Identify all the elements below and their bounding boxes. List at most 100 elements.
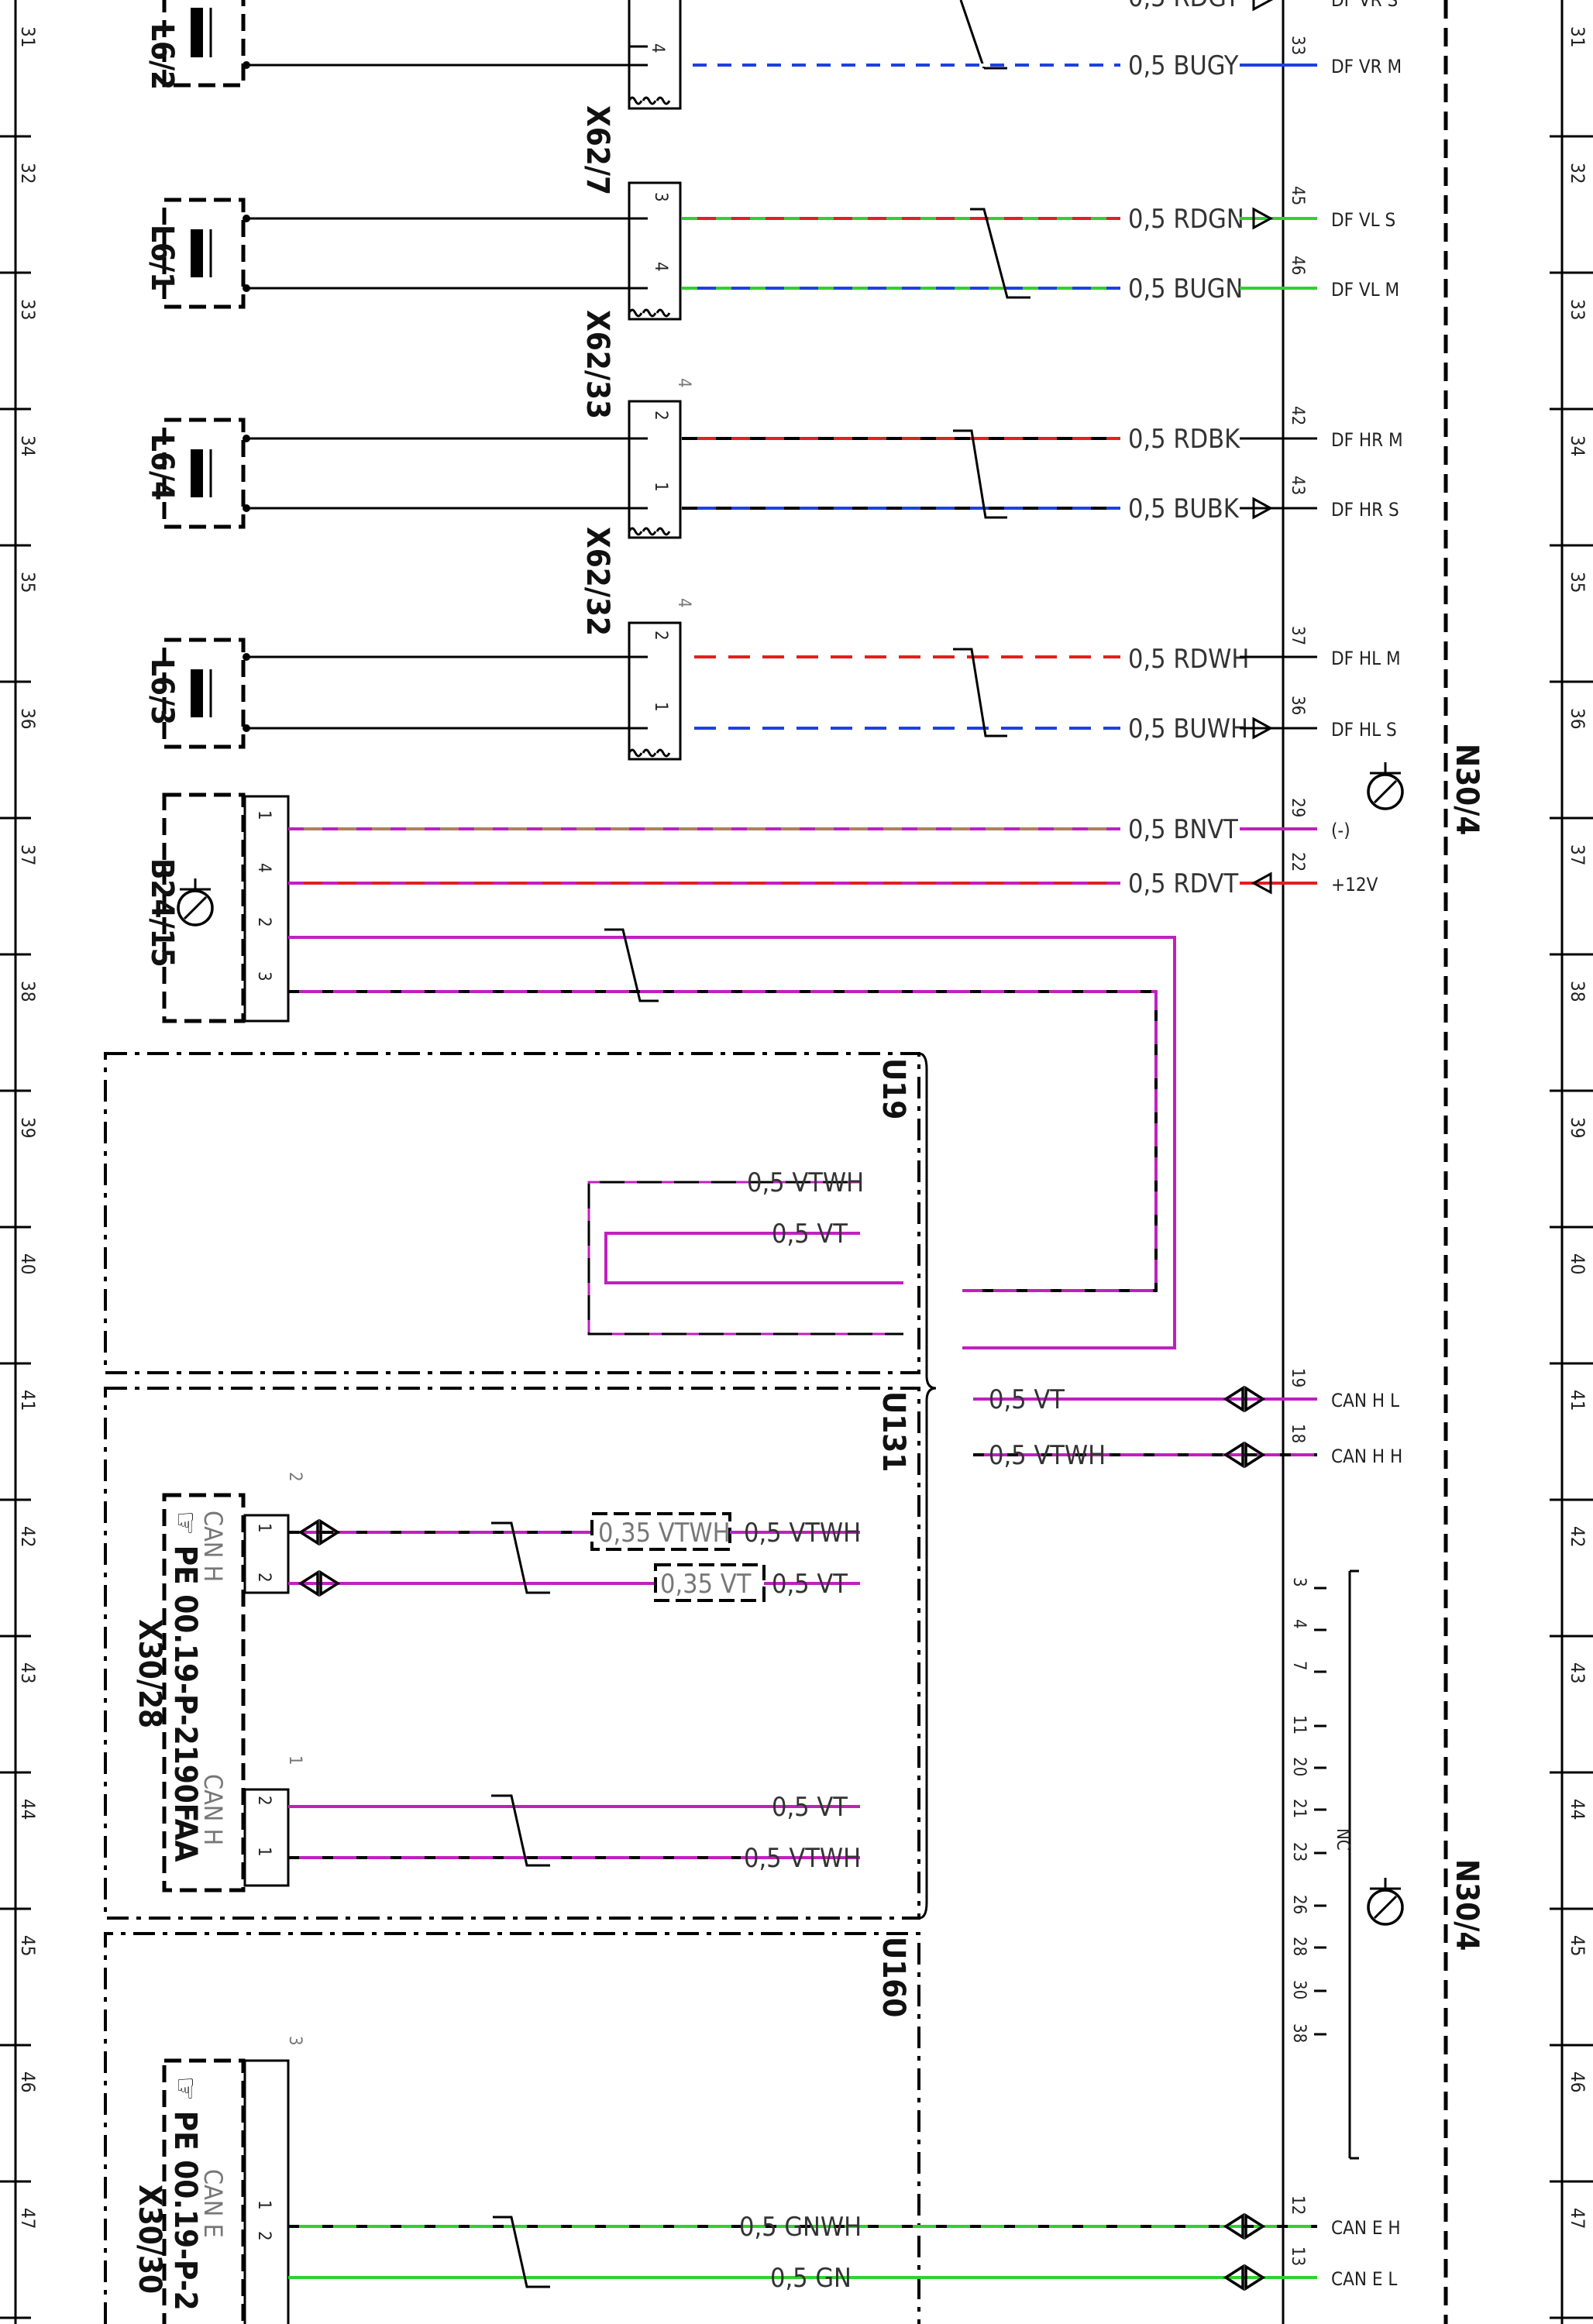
sig-df-vr-s: DF VR S — [1331, 0, 1398, 11]
row-number: 36 — [1567, 708, 1588, 729]
pin-x28b-top: 1 — [285, 1755, 304, 1765]
wire-bugn: 0,5 BUGN — [1128, 273, 1243, 304]
pin-n30-46: 46 — [1288, 256, 1307, 275]
pin-x30-top: 3 — [285, 2036, 304, 2046]
pin-x62-7-top: 4 — [648, 43, 667, 53]
wire-rdbk: 0,5 RDBK — [1128, 424, 1240, 455]
pin-n30-43: 43 — [1288, 476, 1307, 495]
row-number: 34 — [1567, 435, 1588, 456]
row-number: 33 — [1567, 299, 1588, 320]
pin-x62-7-4: 4 — [651, 262, 670, 272]
row-number: 44 — [1567, 1799, 1588, 1820]
connector-x62-7-upper: 4 X62/7 — [580, 0, 682, 195]
pin-b24-4: 4 — [254, 863, 274, 873]
label-n30-4-lower: N30/4 — [1449, 1859, 1485, 1951]
pin-x62-32-2: 2 — [651, 631, 670, 641]
sig-plus12: +12V — [1331, 874, 1378, 896]
row-number: 47 — [17, 2208, 39, 2229]
connector-x62-7: 3 4 X62/33 — [580, 181, 682, 419]
row-number: 46 — [17, 2071, 39, 2092]
row-number: 41 — [17, 1390, 39, 1411]
pin-x30-2: 2 — [254, 2231, 274, 2241]
wire-bubk: 0,5 BUBK — [1128, 493, 1240, 524]
pin-x28b-2: 2 — [254, 1796, 274, 1806]
pin-n30-12: 12 — [1288, 2195, 1307, 2215]
label-l6-4: L6/4 — [144, 434, 180, 500]
can-x28b: CAN H — [198, 1774, 228, 1845]
row-number: 40 — [1567, 1253, 1588, 1274]
connector-x62-33: 4 2 1 X62/32 — [580, 378, 693, 636]
pin-n30-29: 29 — [1288, 798, 1307, 817]
nc-pin-number: 38 — [1289, 2023, 1309, 2043]
label-b24-15: B24/15 — [144, 858, 180, 968]
sig-df-hl-m: DF HL M — [1331, 648, 1401, 669]
row-number: 38 — [1567, 981, 1588, 1002]
pin-x62-33-top: 4 — [674, 378, 693, 388]
pin-x62-33-1: 1 — [651, 482, 670, 492]
row-number: 36 — [17, 708, 39, 729]
sig-can-h-l: CAN H L — [1331, 1390, 1399, 1411]
pin-x30-1: 1 — [254, 2200, 274, 2210]
pin-x28-top: 2 — [285, 1472, 304, 1482]
wire-can-vtwh: 0,5 VTWH — [989, 1440, 1106, 1471]
label-l6-1: L6/1 — [144, 225, 180, 291]
sig-nc: NC — [1333, 1828, 1352, 1851]
sig-minus: (-) — [1331, 820, 1350, 841]
pin-n30-37: 37 — [1288, 626, 1307, 645]
sig-df-vl-s: DF VL S — [1331, 209, 1395, 231]
row-number: 40 — [17, 1253, 39, 1274]
wire-rdwh: 0,5 RDWH — [1128, 644, 1249, 675]
row-number: 35 — [17, 572, 39, 593]
sig-df-hr-m: DF HR M — [1331, 429, 1403, 451]
wire-rdgn: 0,5 RDGN — [1128, 204, 1244, 235]
pin-b24-3: 3 — [254, 971, 274, 982]
wire-x28b-vt: 0,5 VT — [772, 1792, 848, 1823]
row-number: 31 — [1567, 26, 1588, 47]
label-n30-4-upper: N30/4 — [1449, 744, 1485, 835]
pin-n30-19: 19 — [1288, 1368, 1307, 1387]
row-number: 32 — [17, 163, 39, 184]
wire-x28-vt-box: 0,35 VT — [660, 1569, 752, 1600]
row-number: 41 — [1567, 1390, 1588, 1411]
box-0-35-vt — [654, 1563, 766, 1602]
row-number: 37 — [1567, 844, 1588, 865]
row-number: 35 — [1567, 572, 1588, 593]
sensor-b24-15: B24/15 1 4 2 3 — [144, 792, 290, 1023]
sensor-l6-4: L6/4 — [144, 418, 648, 529]
row-number: 47 — [1567, 2208, 1588, 2229]
sig-can-e-l: CAN E L — [1331, 2268, 1397, 2290]
sig-df-hr-s: DF HR S — [1331, 499, 1399, 521]
pin-x28b-1: 1 — [254, 1847, 274, 1857]
nc-pin-number: 7 — [1289, 1661, 1309, 1671]
wire-gnwh: 0,5 GNWH — [739, 2212, 862, 2243]
pin-n30-36: 36 — [1288, 696, 1307, 715]
pin-x62-32-top: 4 — [674, 598, 693, 608]
row-number: 43 — [17, 1662, 39, 1683]
label-x30-30: X30/30 — [132, 2185, 167, 2294]
nc-pin-number: 30 — [1289, 1980, 1309, 1999]
row-number: 44 — [17, 1799, 39, 1820]
row-number: 45 — [1567, 1935, 1588, 1956]
wire-u19-vt: 0,5 VT — [772, 1219, 848, 1250]
sensor-l6-2: L6/2 — [144, 0, 648, 90]
wire-gn: 0,5 GN — [770, 2263, 852, 2294]
wire-bugy: 0,5 BUGY — [1128, 50, 1239, 81]
pin-n30-22: 22 — [1288, 852, 1307, 871]
connector-x62-32: 4 2 1 — [628, 598, 693, 761]
wire-x28b-vtwh: 0,5 VTWH — [744, 1843, 861, 1874]
sensor-l6-1: L6/1 — [144, 198, 648, 309]
label-x62-33: X62/33 — [580, 310, 615, 419]
wire-rdgy: 0,5 RDGY — [1128, 0, 1240, 13]
nc-pin-number: 4 — [1289, 1619, 1309, 1629]
pin-b24-2: 2 — [254, 917, 274, 927]
pin-n30-18: 18 — [1288, 1424, 1307, 1443]
sig-can-h-h: CAN H H — [1331, 1446, 1402, 1467]
row-number: 42 — [17, 1526, 39, 1547]
pin-x62-33-2: 2 — [651, 411, 670, 421]
row-number: 37 — [17, 844, 39, 865]
row-number: 32 — [1567, 163, 1588, 184]
sig-df-vr-m: DF VR M — [1331, 56, 1402, 77]
